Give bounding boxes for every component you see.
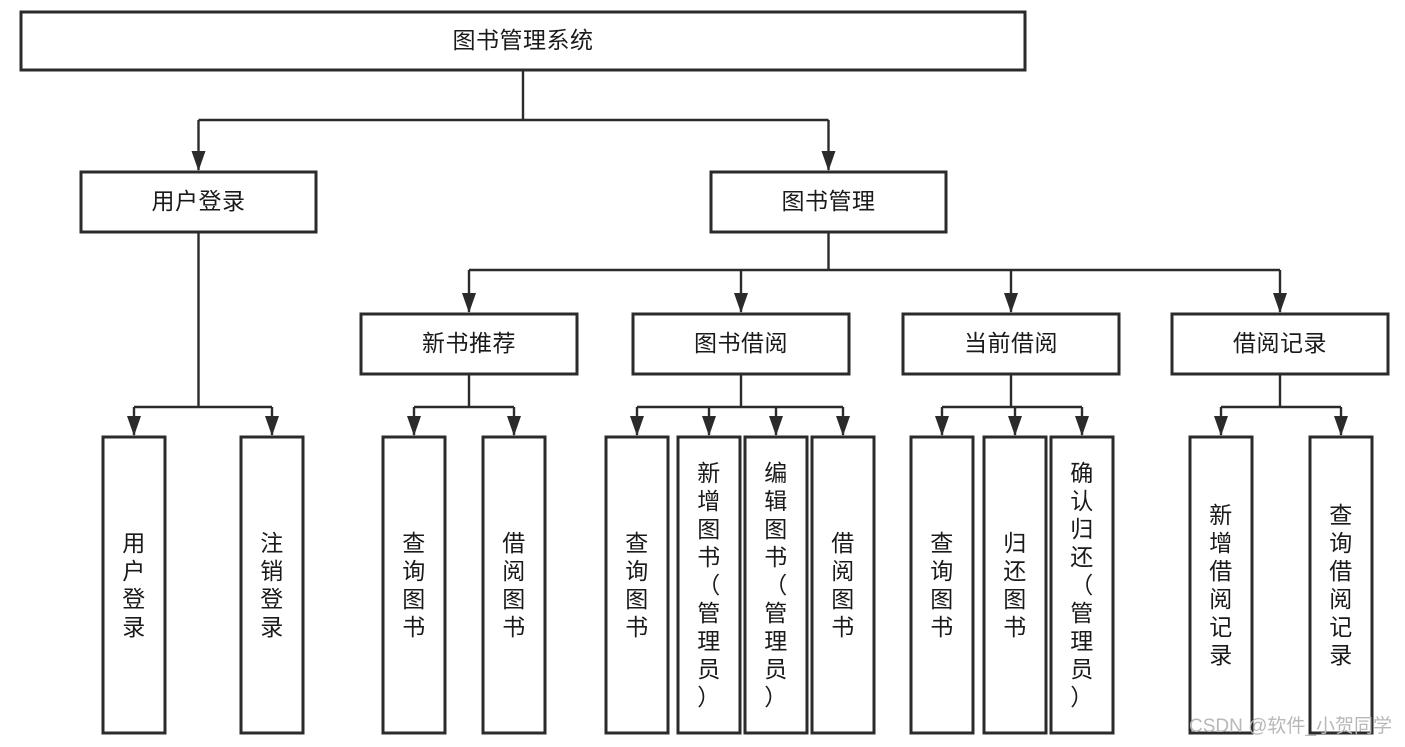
node-box	[709, 170, 948, 234]
arrow-head-icon	[1008, 416, 1022, 436]
node-label: 用户登录	[122, 530, 146, 640]
arrow-head-icon	[769, 416, 783, 436]
node-box	[631, 312, 851, 376]
node-leaf-9[interactable]: 归还图书	[982, 435, 1048, 735]
node-box	[909, 435, 975, 735]
arrow-head-icon	[265, 416, 279, 436]
node-box	[19, 10, 1027, 72]
arrow-head-icon	[734, 293, 748, 313]
node-leaf-3[interactable]: 借阅图书	[481, 435, 547, 735]
arrow-head-icon	[836, 416, 850, 436]
arrow-head-icon	[1075, 416, 1089, 436]
node-leaf-12[interactable]: 查询借阅记录	[1308, 435, 1374, 735]
node-level2-1[interactable]: 图书借阅	[631, 312, 851, 376]
node-label: 图书借阅	[694, 330, 788, 356]
node-leaf-0[interactable]: 用户登录	[101, 435, 167, 735]
node-label: 当前借阅	[964, 330, 1058, 356]
node-leaf-4[interactable]: 查询图书	[604, 435, 670, 735]
node-level2-3[interactable]: 借阅记录	[1170, 312, 1390, 376]
csdn-watermark: CSDN @软件_小贺同学	[1189, 715, 1392, 737]
node-label: 查询借阅记录	[1329, 502, 1353, 668]
node-box	[676, 435, 742, 735]
node-box	[743, 435, 809, 735]
arrow-head-icon	[127, 416, 141, 436]
node-leaf-1[interactable]: 注销登录	[239, 435, 305, 735]
node-label: 新增图书（管理员）	[697, 460, 721, 710]
node-label: 图书管理系统	[453, 27, 594, 53]
node-box	[1170, 312, 1390, 376]
arrow-head-icon	[1334, 416, 1348, 436]
node-label: 借阅图书	[831, 530, 855, 640]
arrow-head-icon	[507, 416, 521, 436]
arrow-head-icon	[462, 293, 476, 313]
node-box	[101, 435, 167, 735]
node-label: 图书管理	[782, 188, 876, 214]
node-leaf-5[interactable]: 新增图书（管理员）	[676, 435, 742, 735]
arrow-head-icon	[702, 416, 716, 436]
node-leaf-10[interactable]: 确认归还（管理员）	[1049, 435, 1115, 735]
node-leaf-2[interactable]: 查询图书	[381, 435, 447, 735]
node-box	[359, 312, 579, 376]
node-label: 归还图书	[1003, 530, 1027, 640]
arrow-head-icon	[407, 416, 421, 436]
node-box	[1049, 435, 1115, 735]
node-level1-1[interactable]: 图书管理	[709, 170, 948, 234]
node-label: 借阅图书	[502, 530, 526, 640]
node-box	[901, 312, 1121, 376]
node-label: 用户登录	[152, 188, 246, 214]
node-leaf-6[interactable]: 编辑图书（管理员）	[743, 435, 809, 735]
node-level1-0[interactable]: 用户登录	[79, 170, 318, 234]
node-label: 查询图书	[930, 530, 954, 640]
node-label: 查询图书	[402, 530, 426, 640]
node-box	[239, 435, 305, 735]
node-root-0[interactable]: 图书管理系统	[19, 10, 1027, 72]
node-level2-0[interactable]: 新书推荐	[359, 312, 579, 376]
node-label: 编辑图书（管理员）	[764, 460, 788, 710]
arrow-head-icon	[821, 151, 836, 171]
node-box	[810, 435, 876, 735]
node-box	[1188, 435, 1254, 735]
node-label: 新增借阅记录	[1209, 502, 1233, 668]
arrow-head-icon	[1004, 293, 1018, 313]
arrow-head-icon	[1273, 293, 1287, 313]
node-box	[481, 435, 547, 735]
node-label: 借阅记录	[1233, 330, 1327, 356]
arrow-head-icon	[630, 416, 644, 436]
node-boxes-layer: 图书管理系统用户登录图书管理新书推荐图书借阅当前借阅借阅记录用户登录注销登录查询…	[19, 10, 1390, 735]
arrow-head-icon	[1214, 416, 1228, 436]
node-box	[982, 435, 1048, 735]
node-label: 注销登录	[260, 530, 284, 640]
node-level2-2[interactable]: 当前借阅	[901, 312, 1121, 376]
node-label: 查询图书	[625, 530, 649, 640]
node-leaf-8[interactable]: 查询图书	[909, 435, 975, 735]
node-label: 确认归还（管理员）	[1070, 460, 1094, 710]
node-label: 新书推荐	[422, 330, 516, 356]
node-box	[381, 435, 447, 735]
arrow-head-icon	[191, 151, 206, 171]
node-box	[79, 170, 318, 234]
node-leaf-11[interactable]: 新增借阅记录	[1188, 435, 1254, 735]
connector-lines-layer	[127, 70, 1348, 436]
node-leaf-7[interactable]: 借阅图书	[810, 435, 876, 735]
node-box	[604, 435, 670, 735]
node-box	[1308, 435, 1374, 735]
arrow-head-icon	[935, 416, 949, 436]
